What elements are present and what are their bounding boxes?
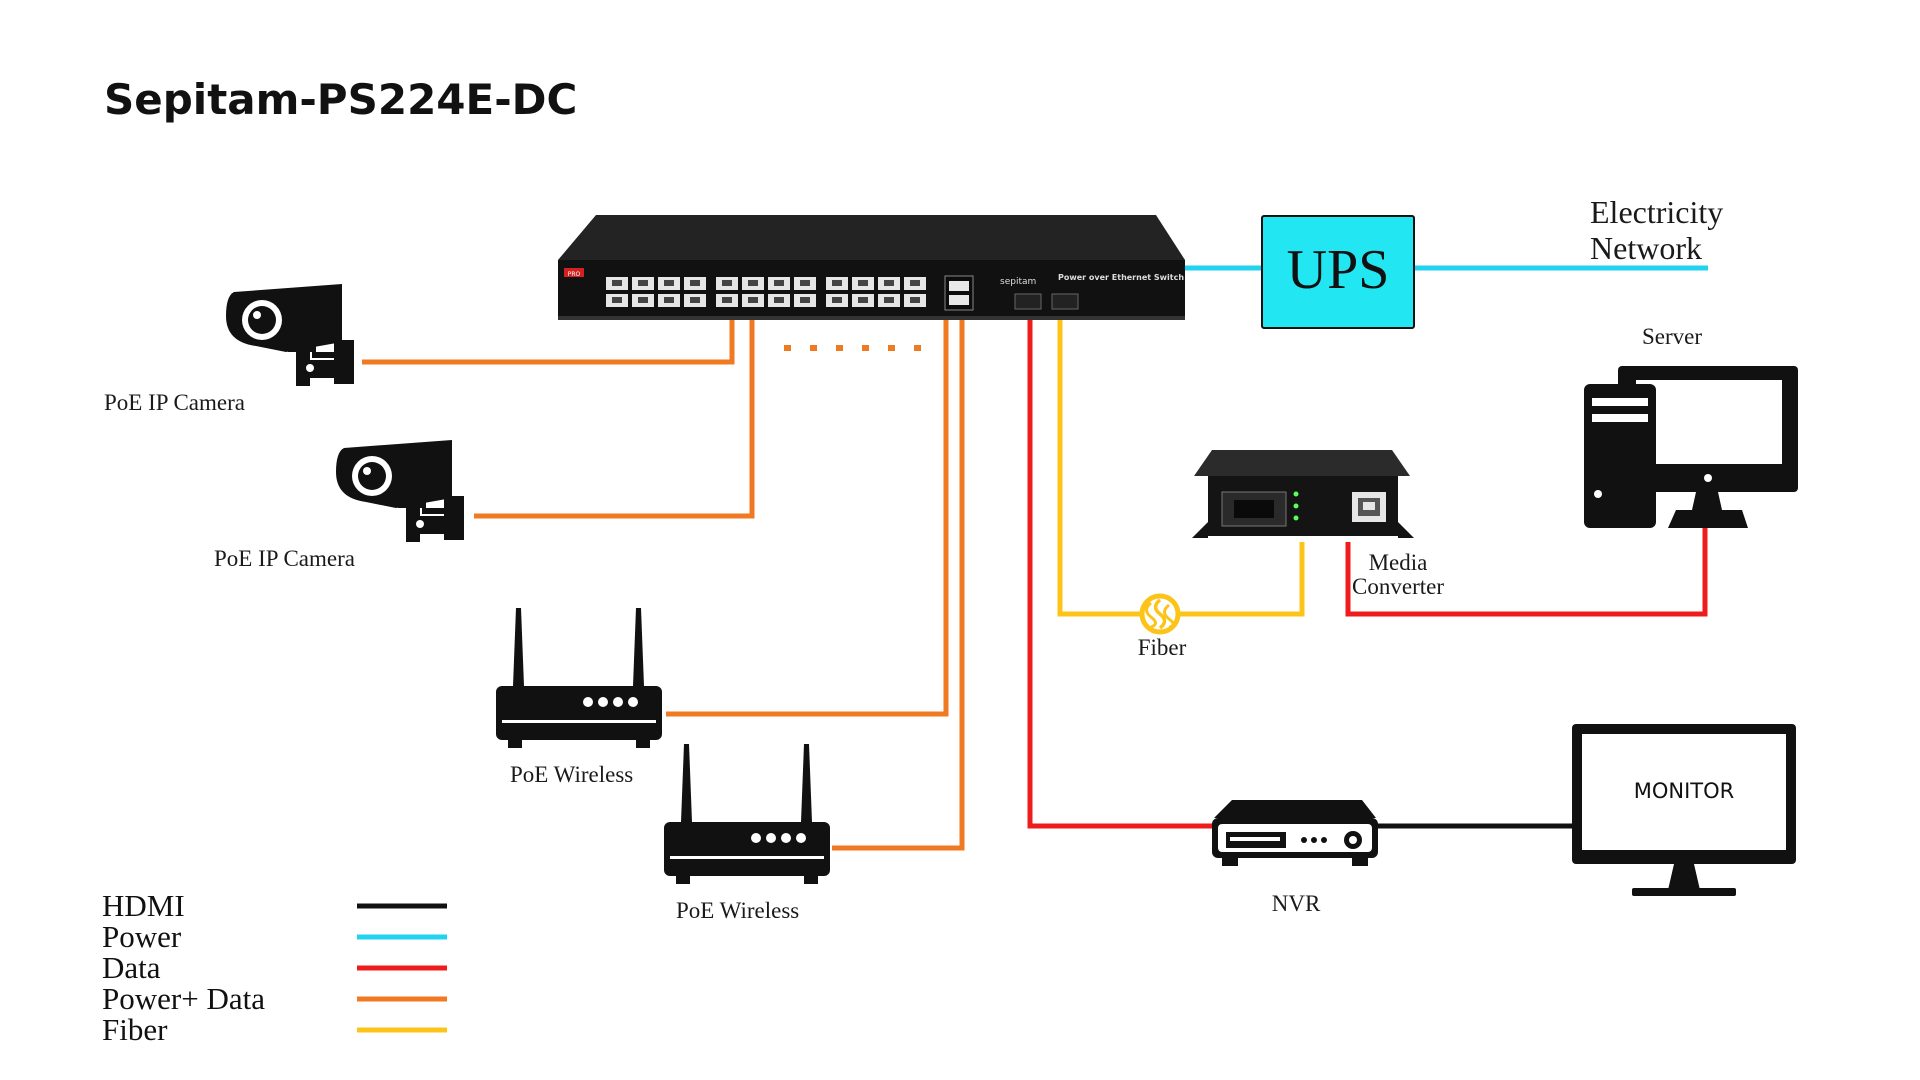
pd-line-camera1: [362, 316, 735, 365]
switch-port-slot: [748, 280, 758, 286]
switch-port-slot: [748, 297, 758, 303]
media-converter-icon: [1192, 450, 1414, 538]
ups-box: UPS: [1261, 215, 1415, 329]
switch-brand: sepitam: [1000, 277, 1036, 287]
data-line-switch-nvr: [1027, 316, 1212, 829]
wireless-router-icon: [496, 608, 662, 748]
switch-port-slot: [690, 280, 700, 286]
server-label: Server: [1642, 324, 1702, 349]
pd-line-camera2: [474, 316, 755, 519]
switch-port-slot: [884, 297, 894, 303]
legend-label: Data: [102, 950, 161, 985]
legend-label: HDMI: [102, 888, 185, 923]
diagram-title: Sepitam-PS224E-DC: [104, 75, 577, 124]
more-ports-dots: [784, 345, 921, 351]
media-converter-label-2: Converter: [1352, 574, 1444, 599]
switch-port-slot: [664, 280, 674, 286]
camera-icon: [336, 440, 464, 542]
switch-port-slot: [800, 297, 810, 303]
switch-port-slot: [638, 280, 648, 286]
ups-label: UPS: [1287, 239, 1390, 301]
wireless2-label: PoE Wireless: [676, 898, 799, 923]
switch-port-slot: [858, 297, 868, 303]
monitor-icon: [1572, 724, 1796, 896]
wireless-router-icon: [664, 744, 830, 884]
switch-port-slot: [774, 297, 784, 303]
pd-line-wireless1: [666, 316, 949, 717]
switch-port-slot: [638, 297, 648, 303]
switch-port-slot: [722, 280, 732, 286]
electricity-network-label: Electricity: [1590, 194, 1723, 230]
switch-port-slot: [722, 297, 732, 303]
pd-line-wireless2: [832, 316, 965, 851]
switch-ports: [606, 277, 926, 307]
svg-text:PRO: PRO: [568, 271, 581, 278]
electricity-network-label-2: Network: [1590, 230, 1702, 266]
camera1-label: PoE IP Camera: [104, 390, 245, 415]
switch-port-slot: [910, 280, 920, 286]
switch-port-slot: [690, 297, 700, 303]
switch-port-slot: [800, 280, 810, 286]
switch-port-slot: [664, 297, 674, 303]
switch-port-slot: [858, 280, 868, 286]
poe-switch: PRO sepitam Power over Ethernet Switch: [558, 215, 1185, 320]
camera-icon: [226, 284, 354, 386]
switch-port-slot: [910, 297, 920, 303]
server-icon: [1584, 366, 1798, 528]
data-line-mc-server: [1345, 528, 1708, 617]
fiber-line: [1057, 316, 1305, 617]
legend-label: Power+ Data: [102, 981, 265, 1016]
fiber-label: Fiber: [1138, 635, 1187, 660]
switch-port-slot: [832, 297, 842, 303]
switch-subtitle: Power over Ethernet Switch: [1058, 273, 1184, 282]
nvr-icon: [1212, 800, 1378, 866]
camera2-label: PoE IP Camera: [214, 546, 355, 571]
media-converter-label: Media: [1369, 550, 1428, 575]
switch-port-slot: [612, 297, 622, 303]
monitor-label: MONITOR: [1634, 779, 1735, 803]
legend-label: Power: [102, 919, 182, 954]
switch-badge: [564, 268, 584, 277]
legend-label: Fiber: [102, 1012, 168, 1047]
fiber-coil-icon: [1139, 593, 1181, 635]
switch-port-slot: [774, 280, 784, 286]
wireless1-label: PoE Wireless: [510, 762, 633, 787]
nvr-label: NVR: [1272, 891, 1321, 916]
switch-port-slot: [884, 280, 894, 286]
switch-port-slot: [832, 280, 842, 286]
switch-port-slot: [612, 280, 622, 286]
